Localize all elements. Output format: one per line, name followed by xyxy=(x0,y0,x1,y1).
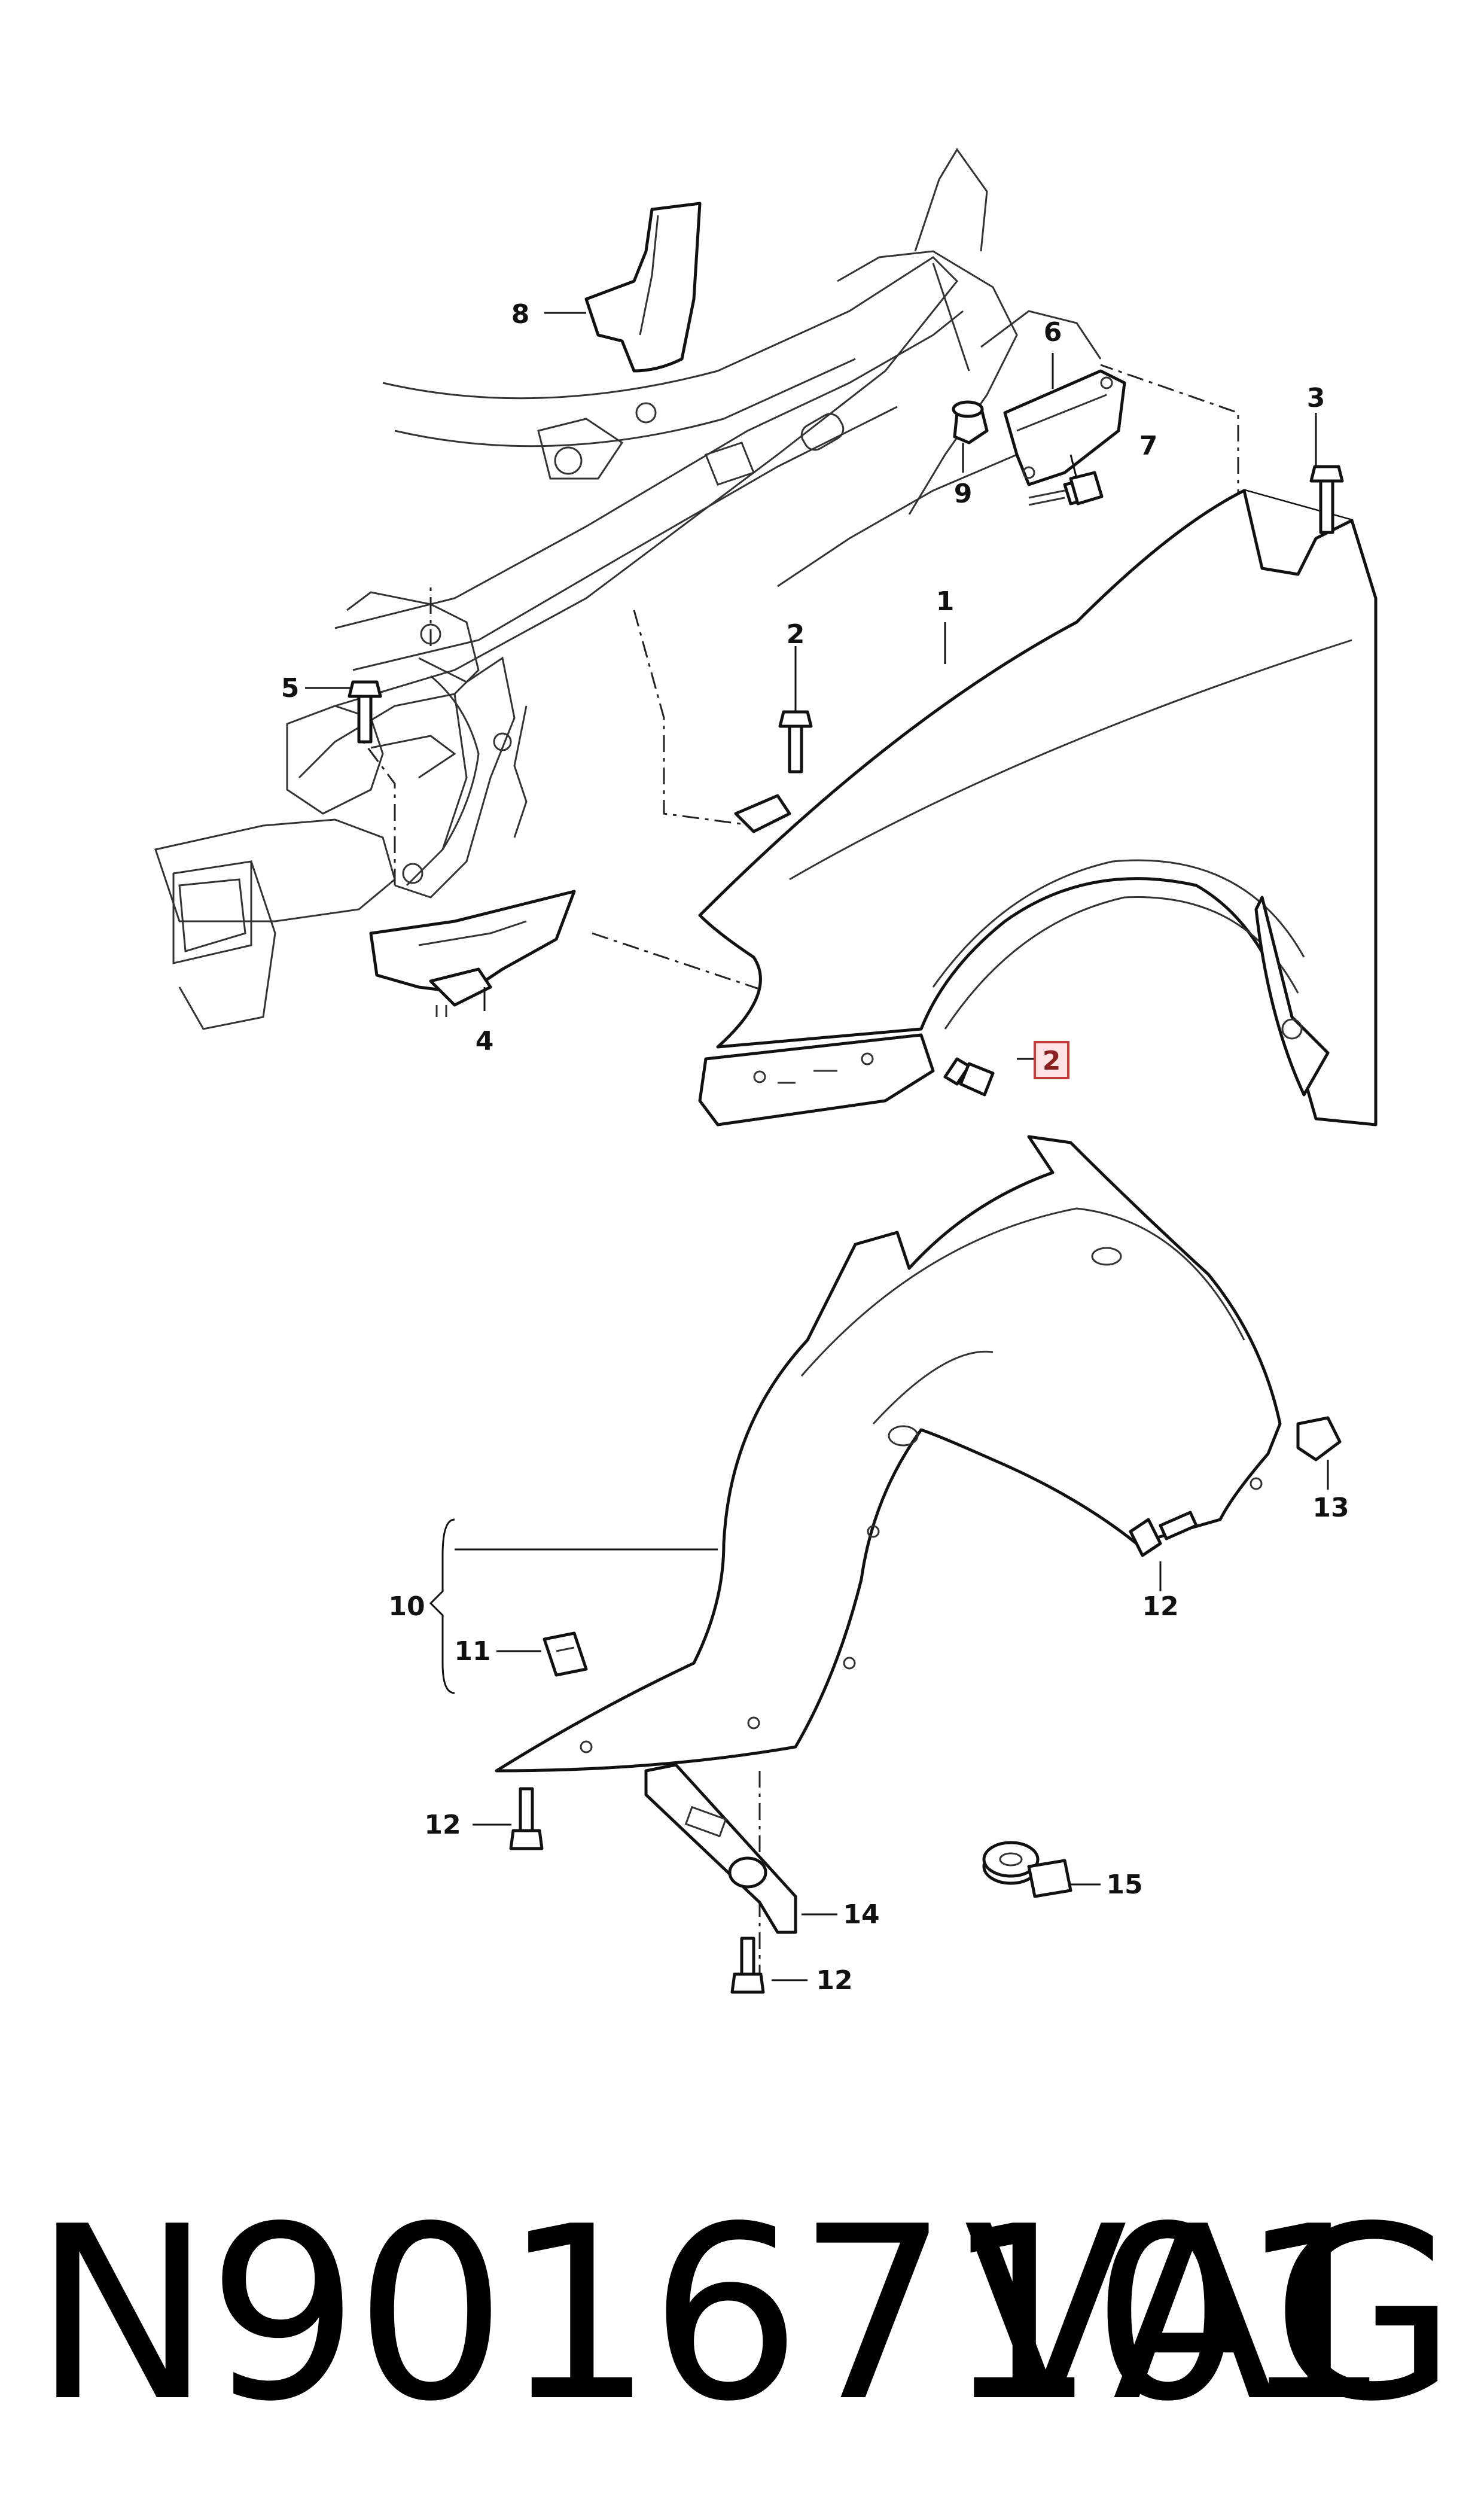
callout-13: 13 xyxy=(1312,1493,1349,1523)
callout-12-bottom: 12 xyxy=(816,1965,852,1996)
callout-4: 4 xyxy=(476,1026,494,1056)
footer: N90167101 VAG xyxy=(0,2178,1484,2453)
callout-3: 3 xyxy=(1307,383,1325,413)
bolt-2-lower xyxy=(943,1057,995,1097)
callout-12-right: 12 xyxy=(1142,1591,1178,1622)
fender-bracket xyxy=(1003,369,1126,486)
callout-1: 1 xyxy=(936,586,955,617)
callout-14: 14 xyxy=(843,1899,879,1930)
bolt-7 xyxy=(1028,471,1104,506)
bolt-3 xyxy=(1309,465,1344,534)
wheel-housing-liner xyxy=(495,1135,1282,1773)
brand-name: VAG xyxy=(964,2176,1457,2454)
callout-11: 11 xyxy=(454,1636,490,1667)
callout-2-lower-highlight xyxy=(1034,1041,1069,1079)
rubber-buffer xyxy=(952,400,989,444)
expanding-nut xyxy=(1296,1416,1342,1462)
liner-bracket xyxy=(644,1763,797,1934)
bolt-5 xyxy=(348,680,382,744)
callout-15: 15 xyxy=(1106,1870,1142,1900)
front-fender xyxy=(698,489,1378,1126)
callout-5: 5 xyxy=(281,673,300,704)
callout-7: 7 xyxy=(1139,431,1158,461)
callout-9: 9 xyxy=(954,479,973,509)
callout-labels: 1 2 2 3 4 5 6 7 8 9 10 11 12 12 12 13 14… xyxy=(281,299,1349,1996)
part-number: N90167101 xyxy=(33,2176,1391,2454)
callout-2-upper: 2 xyxy=(787,619,805,650)
parts-diagram: 1 2 2 3 4 5 6 7 8 9 10 11 12 12 12 13 14… xyxy=(154,148,1378,1996)
callout-10: 10 xyxy=(388,1591,425,1622)
leader-lines xyxy=(305,312,1329,1981)
bolt-12-left xyxy=(509,1787,544,1850)
body-structure xyxy=(154,148,1102,1030)
clip-nut xyxy=(543,1631,588,1677)
pillar-seal xyxy=(584,202,702,373)
callout-6: 6 xyxy=(1044,317,1062,348)
lower-bracket xyxy=(369,890,576,1017)
bolt-12-bottom xyxy=(730,1937,765,1994)
bolt-2-upper xyxy=(778,710,813,774)
callout-8: 8 xyxy=(511,299,530,330)
tape-roll xyxy=(982,1841,1072,1898)
bolt-12-right xyxy=(1129,1511,1198,1557)
callout-2-lower: 2 xyxy=(1043,1046,1061,1076)
callout-12-left: 12 xyxy=(424,1810,461,1840)
